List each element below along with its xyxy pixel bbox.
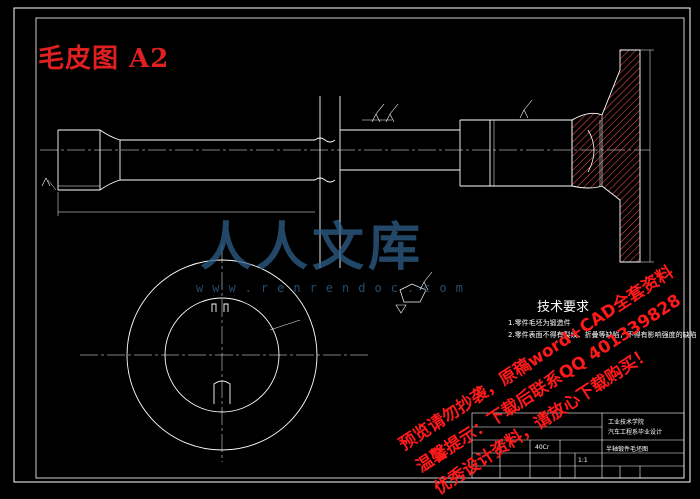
drawing-border	[13, 7, 691, 483]
drawing-title: 毛皮图 A2	[38, 44, 170, 74]
title-block-school-line1: 工业技术学院	[608, 419, 645, 426]
tech-requirement-item: 2.零件表面不得有裂纹、折叠等缺陷，不得有影响强度的缺陷	[508, 331, 697, 339]
surface-symbols	[41, 99, 533, 314]
shaft-right-section	[340, 119, 573, 187]
title-block-drawing-name: 半轴锻件毛坯图	[606, 446, 649, 453]
title-block-school-line2: 汽车工程系毕业设计	[608, 429, 663, 436]
shaft-break-lines	[314, 96, 341, 268]
tech-requirement-item: 1.零件毛坯为锻造件	[508, 319, 571, 327]
detail-view	[399, 283, 427, 303]
title-block-scale: 1:1	[578, 457, 588, 464]
flange-section	[571, 49, 641, 263]
inner-border	[35, 17, 685, 479]
title-block-grid	[471, 412, 685, 479]
end-view	[80, 245, 368, 462]
shaft-left-section	[57, 129, 315, 191]
dimension-lines	[47, 49, 654, 263]
watermark-url: www.renrendoc.com	[196, 281, 472, 295]
watermark-logo: 人人文库	[200, 218, 425, 278]
tech-requirements-title: 技术要求	[537, 300, 590, 315]
title-block-material: 40Cr	[535, 444, 550, 451]
